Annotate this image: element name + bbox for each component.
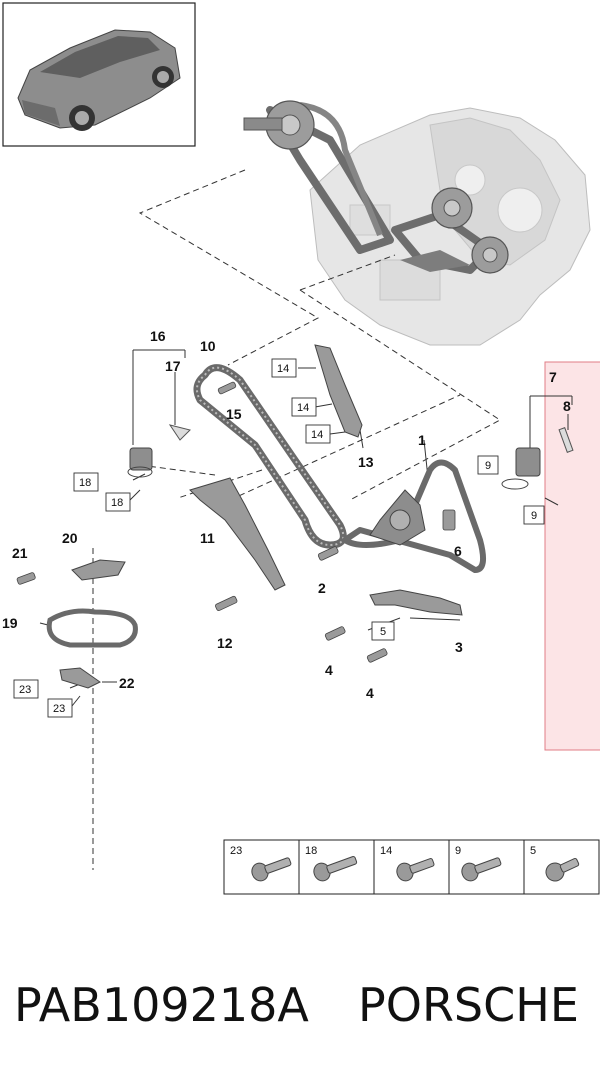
boxed-ref-23b: 23 (53, 703, 65, 715)
bolt-icon-18 (313, 855, 358, 882)
callout-labels: 1 2 3 4 4 6 7 8 10 11 12 13 15 16 17 19 … (2, 328, 571, 701)
callout-13: 13 (358, 454, 374, 470)
callout-2: 2 (318, 580, 326, 596)
guide-rail-13 (314, 344, 363, 438)
bolt-table-cell-1-label: 23 (230, 845, 242, 857)
bolt-table: 23 18 14 9 5 (223, 839, 600, 895)
callout-8: 8 (563, 398, 571, 414)
part-code: PAB109218A (14, 978, 309, 1032)
callout-6: 6 (454, 543, 462, 559)
bolt-icon-14 (396, 858, 435, 882)
callout-4b: 4 (366, 685, 374, 701)
oil-pump-chain-19 (46, 559, 138, 689)
callout-17: 17 (165, 358, 181, 374)
callout-3: 3 (455, 639, 463, 655)
callout-12: 12 (217, 635, 233, 651)
callout-21: 21 (12, 545, 28, 561)
tensioner-16 (127, 424, 191, 478)
brand-name: PORSCHE (358, 978, 579, 1032)
boxed-ref-23a: 23 (19, 684, 31, 696)
callout-7: 7 (549, 369, 557, 385)
boxed-ref-14a: 14 (277, 363, 289, 375)
leader-lines (39, 349, 573, 707)
bolt-table-cell-4-label: 9 (455, 845, 461, 857)
vehicle-thumbnail (2, 2, 196, 147)
boxed-refs: 14 14 14 18 18 9 9 5 23 23 (13, 358, 545, 718)
upper-timing-assembly (243, 100, 509, 274)
bolt-table-cell-5-label: 5 (530, 845, 536, 857)
highlight-region (544, 361, 600, 751)
callout-16: 16 (150, 328, 166, 344)
callout-15: 15 (226, 406, 242, 422)
tensioner-rail-11 (189, 477, 286, 591)
bolt-table-cell-2-label: 18 (305, 845, 317, 857)
callout-1: 1 (418, 432, 426, 448)
callout-19: 19 (2, 615, 18, 631)
bolt-icon-23 (251, 857, 292, 882)
lower-timing-chain (193, 364, 347, 549)
tensioner-7 (501, 427, 574, 490)
drive-chain (342, 459, 487, 573)
boxed-ref-5: 5 (380, 626, 386, 638)
boxed-ref-18a: 18 (79, 477, 91, 489)
boxed-ref-18b: 18 (111, 497, 123, 509)
callout-4a: 4 (325, 662, 333, 678)
boxed-ref-14c: 14 (311, 429, 323, 441)
boxed-ref-9b: 9 (531, 510, 537, 522)
bolts (16, 381, 456, 663)
callout-11: 11 (200, 530, 215, 546)
bolt-table-cell-3-label: 14 (380, 845, 392, 857)
callout-22: 22 (119, 675, 135, 691)
bolt-icon-9 (461, 857, 502, 882)
bolt-icon-5 (545, 857, 580, 882)
callout-10: 10 (200, 338, 216, 354)
boxed-ref-14b: 14 (297, 402, 309, 414)
guide-rail-3 (369, 589, 463, 616)
callout-20: 20 (62, 530, 78, 546)
boxed-ref-9a: 9 (485, 460, 491, 472)
